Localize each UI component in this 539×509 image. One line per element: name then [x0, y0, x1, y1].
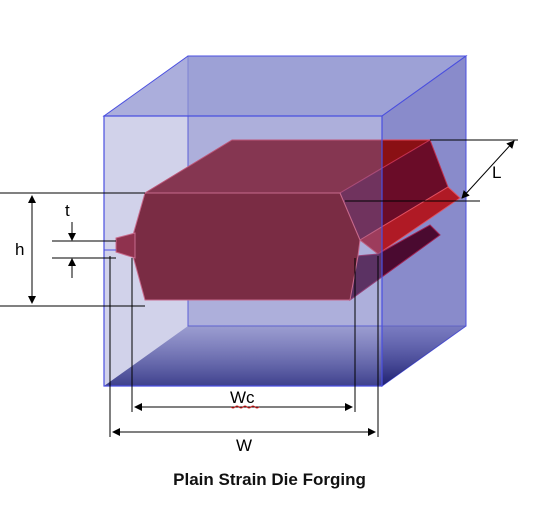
label-h: h: [15, 240, 24, 259]
L-dimension-line: [461, 140, 515, 199]
label-L: L: [492, 163, 501, 182]
label-t: t: [65, 201, 70, 220]
spellcheck-underline: [230, 405, 260, 409]
die-front-face: [103, 115, 383, 387]
forging-flash-right: [359, 186, 461, 255]
label-Wc: Wc: [230, 388, 255, 407]
label-W: W: [236, 436, 252, 455]
figure-caption: Plain Strain Die Forging: [173, 470, 366, 489]
die-shadow: [104, 326, 466, 386]
forging-flash-front: [115, 232, 136, 259]
